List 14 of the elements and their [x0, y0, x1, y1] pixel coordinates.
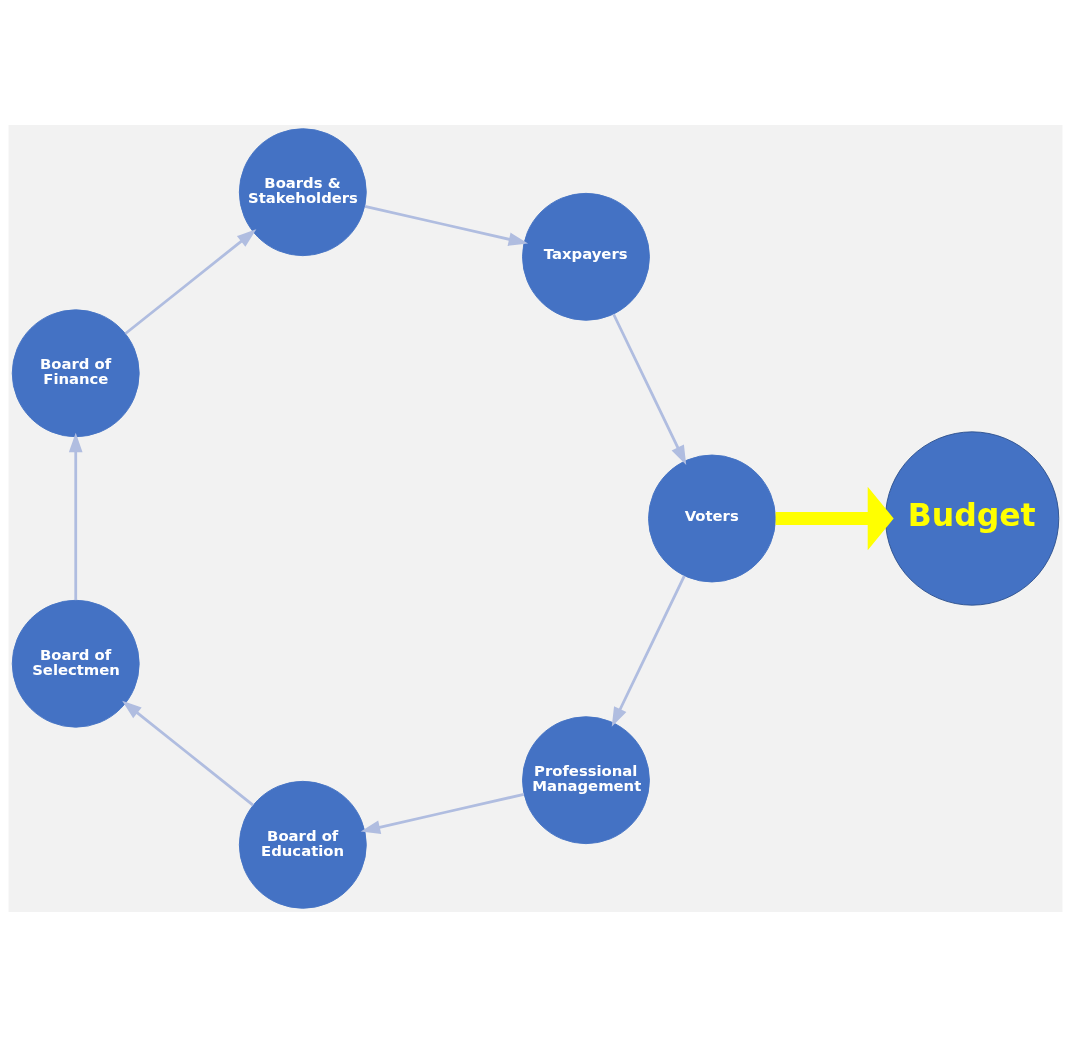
node-circle: Professional Management — [522, 716, 650, 845]
arrow — [612, 313, 687, 465]
arrow — [775, 486, 894, 551]
node-circle: Taxpayers — [522, 192, 650, 321]
arrow — [124, 229, 257, 335]
arrow — [68, 432, 83, 600]
node-circle: Board of Finance — [11, 309, 140, 438]
arrow — [611, 575, 686, 727]
node-circle: Voters — [648, 454, 776, 583]
arrow — [360, 793, 525, 834]
node-circle: Board of Education — [238, 780, 367, 909]
node-circle: Budget — [885, 431, 1060, 606]
arrow — [364, 205, 529, 246]
arrow — [122, 700, 254, 807]
